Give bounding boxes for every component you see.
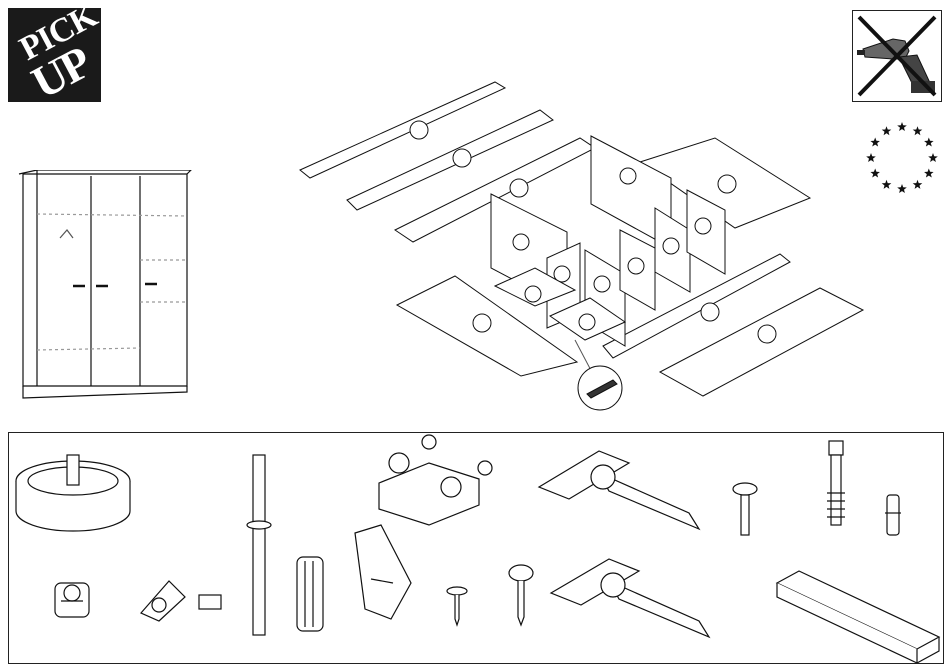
eu-star-icon <box>913 126 923 135</box>
exploded-panels-illustration <box>295 78 870 414</box>
cam-lock-nut <box>55 583 89 617</box>
eu-star-icon <box>897 184 907 193</box>
small-dowel <box>885 495 901 535</box>
three-door-wardrobe-illustration <box>15 170 195 402</box>
eu-star-icon <box>870 169 880 178</box>
eu-star-icon <box>870 138 880 147</box>
eu-star-icon <box>897 122 907 131</box>
hardware-parts-panel <box>8 432 944 664</box>
brand-logo: PICK UP <box>8 8 101 102</box>
short-wood-screw <box>447 587 467 625</box>
cam-bolt <box>827 441 845 525</box>
eu-stars-icon <box>862 118 942 198</box>
wooden-batten <box>777 571 939 663</box>
concealed-hinge <box>539 451 699 529</box>
concealed-hinge <box>551 559 709 637</box>
eu-star-icon <box>882 180 892 189</box>
wooden-dowel <box>297 557 323 631</box>
eu-star-icon <box>882 126 892 135</box>
euro-screw <box>733 483 757 535</box>
eu-star-icon <box>913 180 923 189</box>
eu-star-icon <box>924 169 934 178</box>
shelf-support-pin <box>141 581 221 621</box>
connecting-dowel-rod <box>247 455 271 635</box>
round-base-foot <box>16 455 130 531</box>
eu-star-icon <box>924 138 934 147</box>
long-wood-screw <box>509 565 533 625</box>
hinge-mounting-plate <box>379 435 492 525</box>
hanging-rail-bracket <box>355 525 411 619</box>
eu-star-icon <box>928 153 938 162</box>
